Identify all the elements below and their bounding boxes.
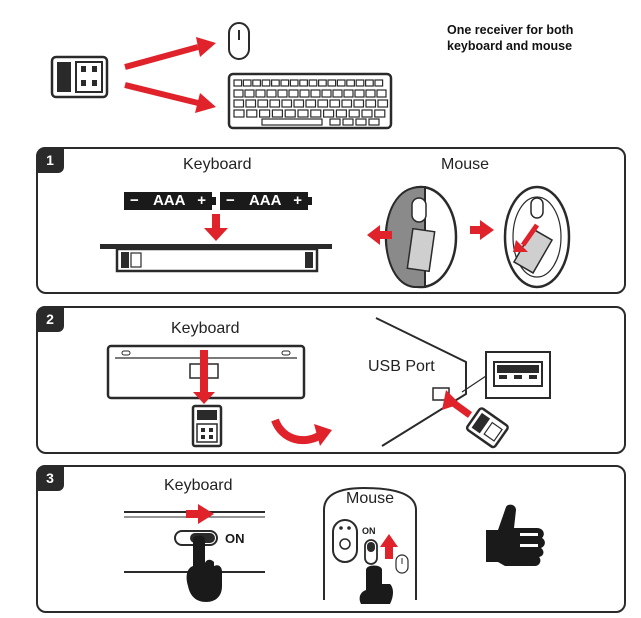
info-line-1: One receiver for both bbox=[447, 23, 574, 37]
key bbox=[280, 79, 290, 87]
key bbox=[354, 89, 365, 98]
key bbox=[252, 79, 262, 87]
key bbox=[377, 99, 389, 108]
key bbox=[266, 89, 277, 98]
key bbox=[317, 99, 329, 108]
key bbox=[245, 99, 257, 108]
key bbox=[233, 99, 245, 108]
key bbox=[299, 79, 308, 87]
step-number: 1 bbox=[36, 147, 64, 173]
step-number: 3 bbox=[36, 465, 64, 491]
key bbox=[374, 109, 386, 118]
key bbox=[277, 89, 288, 98]
key bbox=[318, 79, 327, 87]
usb-port-label: USB Port bbox=[368, 358, 435, 375]
step2-keyboard-label: Keyboard bbox=[171, 320, 240, 337]
key bbox=[355, 79, 365, 87]
key bbox=[342, 118, 354, 126]
key bbox=[233, 109, 245, 118]
key bbox=[259, 109, 271, 118]
mouse-icon bbox=[228, 22, 250, 60]
step3-mouse-label: Mouse bbox=[346, 490, 395, 507]
battery-minus: − bbox=[130, 192, 139, 209]
key bbox=[233, 89, 244, 98]
key bbox=[284, 109, 296, 118]
key bbox=[271, 79, 280, 87]
key bbox=[305, 99, 317, 108]
key bbox=[299, 89, 310, 98]
mouse-on-label: ON bbox=[362, 526, 376, 536]
key bbox=[361, 109, 373, 118]
battery-icon: − AAA + bbox=[124, 192, 216, 210]
key bbox=[269, 99, 281, 108]
key bbox=[327, 79, 337, 87]
key bbox=[242, 79, 252, 87]
battery-label: AAA bbox=[248, 192, 282, 209]
key bbox=[365, 99, 377, 108]
key bbox=[346, 79, 355, 87]
key bbox=[297, 109, 309, 118]
key bbox=[289, 79, 299, 87]
keyboard-icon bbox=[227, 72, 393, 130]
battery-icon: − AAA + bbox=[220, 192, 312, 210]
key bbox=[368, 118, 380, 126]
key bbox=[343, 89, 354, 98]
key bbox=[355, 118, 367, 126]
battery-label: AAA bbox=[152, 192, 186, 209]
key bbox=[308, 79, 318, 87]
key bbox=[329, 99, 341, 108]
key bbox=[365, 89, 376, 98]
key bbox=[281, 99, 293, 108]
key bbox=[233, 79, 243, 87]
key bbox=[257, 99, 269, 108]
battery-minus: − bbox=[226, 192, 235, 209]
key bbox=[310, 89, 321, 98]
key bbox=[376, 89, 387, 98]
key bbox=[310, 109, 322, 118]
key bbox=[255, 89, 266, 98]
key bbox=[246, 109, 258, 118]
step1-keyboard-label: Keyboard bbox=[183, 156, 252, 173]
step-number: 2 bbox=[36, 306, 64, 332]
battery-plus: + bbox=[197, 192, 206, 209]
key bbox=[335, 109, 347, 118]
red-arrow-icon bbox=[124, 37, 216, 113]
key bbox=[348, 109, 360, 118]
step1-mouse-label: Mouse bbox=[441, 156, 490, 173]
step3-keyboard-label: Keyboard bbox=[164, 477, 233, 494]
key bbox=[293, 99, 305, 108]
key bbox=[321, 89, 332, 98]
battery-plus: + bbox=[293, 192, 302, 209]
key bbox=[271, 109, 283, 118]
key bbox=[244, 89, 255, 98]
key bbox=[261, 79, 271, 87]
key bbox=[288, 89, 299, 98]
receiver-info: One receiver for both keyboard and mouse bbox=[447, 22, 573, 54]
key bbox=[353, 99, 365, 108]
key bbox=[336, 79, 346, 87]
key bbox=[341, 99, 353, 108]
keyboard-on-label: ON bbox=[225, 531, 245, 546]
key bbox=[323, 109, 335, 118]
key bbox=[332, 89, 343, 98]
key bbox=[374, 79, 384, 87]
info-line-2: keyboard and mouse bbox=[447, 39, 573, 53]
usb-receiver-icon bbox=[50, 55, 109, 99]
key bbox=[329, 118, 341, 126]
key bbox=[365, 79, 374, 87]
space-key bbox=[261, 118, 323, 126]
